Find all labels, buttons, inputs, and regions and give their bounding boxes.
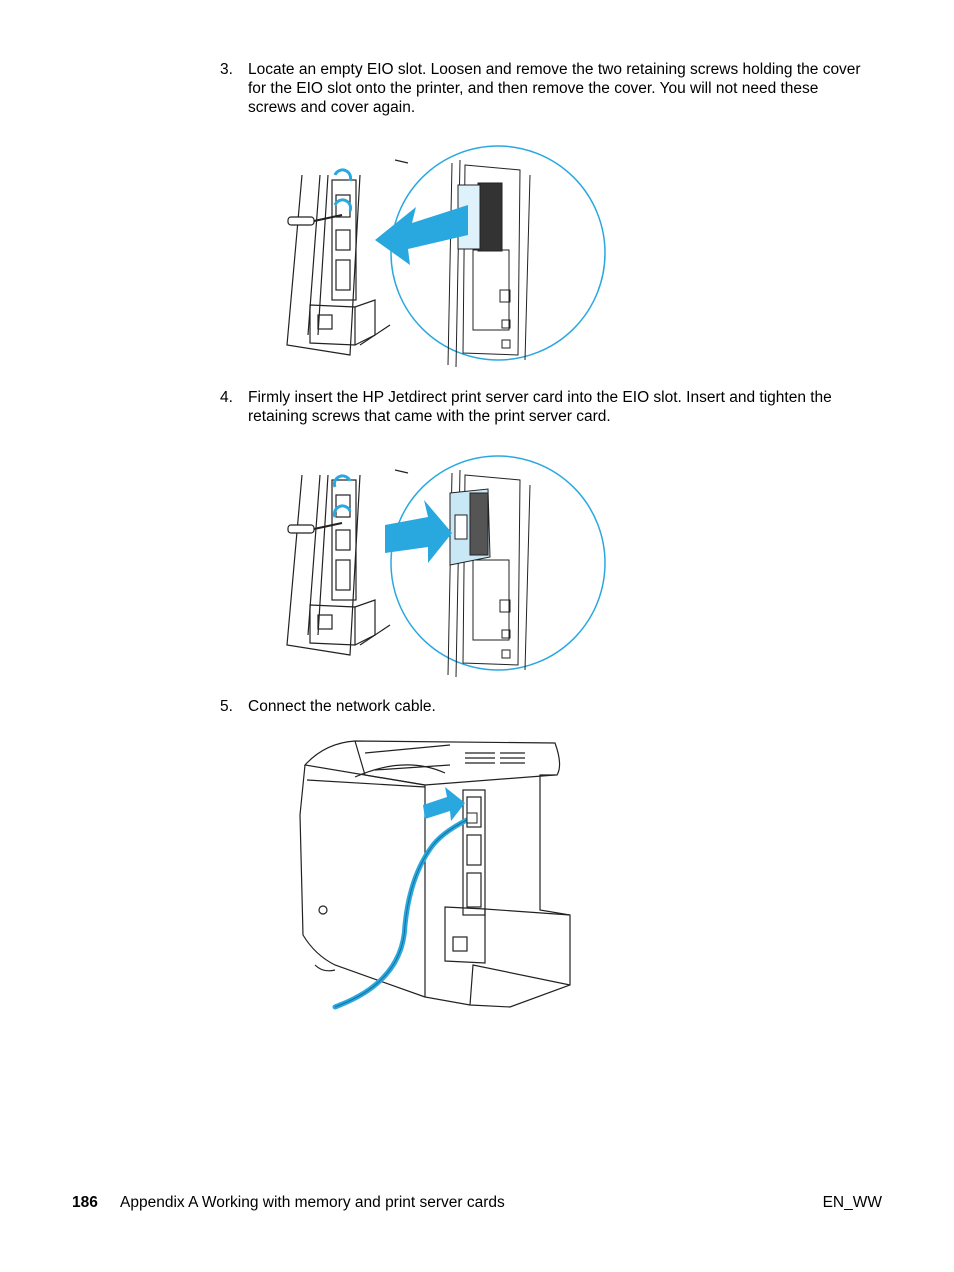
- step-number: 5.: [220, 698, 233, 715]
- figure-remove-eio-cover: [286, 145, 606, 368]
- step-5: 5. Connect the network cable.: [220, 697, 870, 716]
- step-number: 3.: [220, 61, 233, 78]
- jetdirect-card: [449, 488, 491, 566]
- arrow-right-icon: [385, 500, 452, 563]
- screwdriver-icon: [287, 522, 343, 534]
- network-port-icon: [466, 812, 478, 824]
- magnifier-circle: [390, 145, 606, 361]
- step-3: 3. Locate an empty EIO slot. Loosen and …: [220, 60, 870, 117]
- page-footer: 186 Appendix A Working with memory and p…: [72, 1194, 882, 1214]
- step-text: Connect the network cable.: [248, 698, 436, 715]
- footer-edition: EN_WW: [822, 1194, 882, 1211]
- screwdriver-icon: [287, 214, 343, 226]
- eio-slot-cover: [477, 182, 503, 252]
- magnifier-circle: [390, 455, 606, 671]
- step-text: Locate an empty EIO slot. Loosen and rem…: [248, 61, 861, 116]
- figure-insert-jetdirect-card: [286, 455, 606, 678]
- step-4: 4. Firmly insert the HP Jetdirect print …: [220, 388, 870, 426]
- arrow-right-icon: [423, 787, 465, 821]
- network-cable: [332, 814, 476, 1010]
- footer-title: Appendix A Working with memory and print…: [120, 1194, 505, 1211]
- step-number: 4.: [220, 389, 233, 406]
- arrow-left-icon: [375, 205, 468, 265]
- step-text: Firmly insert the HP Jetdirect print ser…: [248, 389, 832, 425]
- rotate-arrow-icon: [333, 168, 353, 212]
- page-number: 186: [72, 1194, 98, 1211]
- rotate-arrow-icon: [332, 474, 352, 518]
- figure-connect-network-cable: [299, 740, 571, 1010]
